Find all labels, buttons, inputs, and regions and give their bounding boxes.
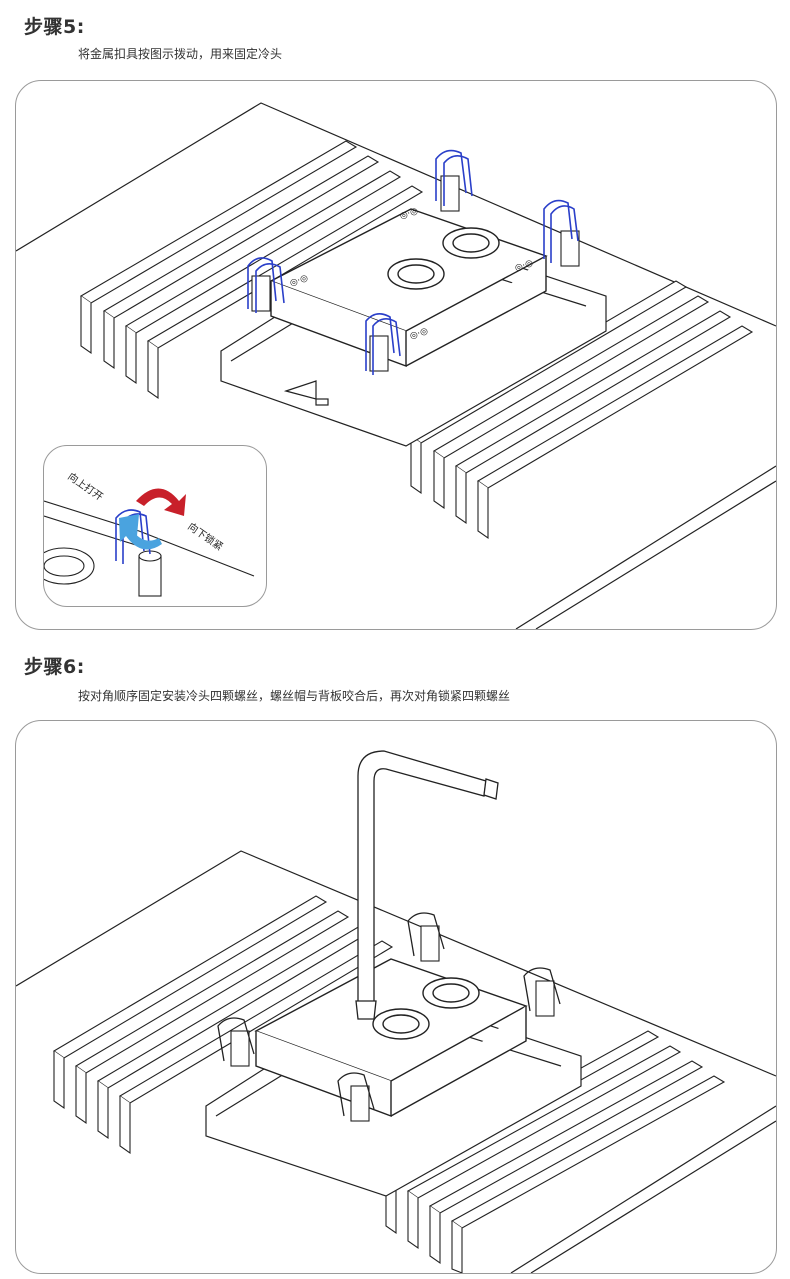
allen-key-tool bbox=[355, 750, 499, 1020]
step5-title: 步骤5: bbox=[24, 16, 85, 38]
step5-illustration-panel: ◎·◎ ◎·◎ ◎·◎ ◎·◎ bbox=[15, 80, 777, 630]
step6-diagram bbox=[16, 750, 776, 1273]
clip-posts bbox=[230, 925, 555, 1122]
left-ram-slots bbox=[79, 140, 424, 400]
step6-title: 步骤6: bbox=[24, 656, 85, 678]
open-arrow-blue bbox=[119, 514, 162, 550]
left-ram-slots bbox=[52, 895, 394, 1155]
motherboard-edge bbox=[16, 850, 776, 1077]
metal-clips-blue bbox=[247, 149, 579, 375]
callout-diagram bbox=[44, 488, 255, 597]
lock-arrow-red bbox=[136, 488, 186, 516]
step6-illustration-panel bbox=[15, 720, 777, 1274]
step5-diagram: ◎·◎ ◎·◎ ◎·◎ ◎·◎ bbox=[16, 102, 776, 629]
metal-clips-locked bbox=[217, 912, 561, 1117]
step6-description: 按对角顺序固定安装冷头四颗螺丝，螺丝帽与背板咬合后，再次对角锁紧四颗螺丝 bbox=[78, 689, 511, 703]
step5-description: 将金属扣具按图示拨动，用来固定冷头 bbox=[78, 47, 283, 61]
callout-detail: 向上打开 向下锁紧 bbox=[43, 445, 267, 607]
cold-plate: ◎·◎ ◎·◎ ◎·◎ ◎·◎ bbox=[269, 206, 548, 368]
motherboard-edge bbox=[16, 102, 776, 327]
